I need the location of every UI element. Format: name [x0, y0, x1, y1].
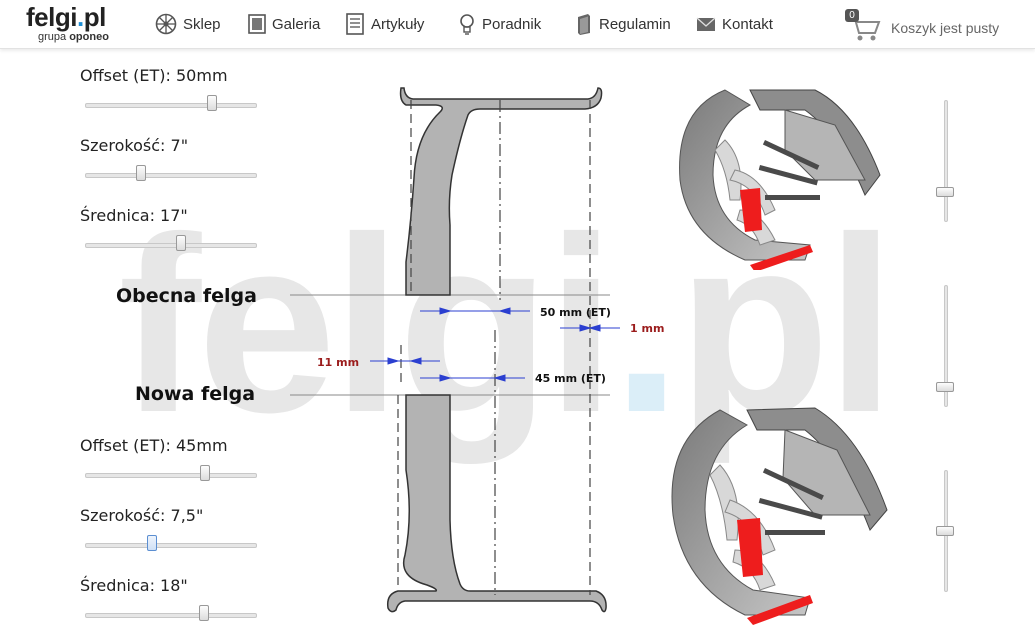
site-header: felgi.pl grupa oponeo Sklep Galeria Arty…	[0, 0, 1035, 49]
cart-widget[interactable]: 0 Koszyk jest pusty	[845, 9, 1000, 43]
nav-label: Kontakt	[722, 15, 773, 33]
new-et-label: 45 mm (ET)	[535, 372, 606, 385]
nav-label: Sklep	[183, 15, 221, 33]
nav-artykuly[interactable]: Artykuły	[345, 13, 424, 35]
new-rim-profile	[386, 394, 607, 613]
nav-label: Galeria	[272, 15, 321, 33]
site-logo[interactable]: felgi.pl grupa oponeo	[26, 2, 109, 43]
slider-thumb[interactable]	[198, 605, 209, 621]
current-rim-title: Obecna felga	[116, 285, 257, 307]
nav-label: Poradnik	[482, 15, 542, 33]
current-rim-3d-render	[679, 89, 881, 270]
slider-thumb[interactable]	[136, 165, 147, 181]
new-rim-3d-render	[671, 407, 888, 625]
new-diameter-slider[interactable]	[85, 605, 257, 621]
wheel-icon	[155, 13, 177, 35]
view-slider-middle[interactable]	[936, 285, 954, 407]
new-width-slider[interactable]	[85, 535, 257, 551]
current-rim-profile	[399, 87, 603, 296]
nav-poradnik[interactable]: Poradnik	[458, 13, 541, 35]
current-offset-label: Offset (ET): 50mm	[80, 66, 228, 85]
current-diameter-slider[interactable]	[85, 235, 257, 251]
new-width-label: Szerokość: 7,5"	[80, 506, 204, 525]
nav-label: Artykuły	[371, 15, 425, 33]
nav-regulamin[interactable]: Regulamin	[575, 13, 671, 35]
envelope-icon	[696, 17, 716, 31]
slider-thumb[interactable]	[936, 381, 954, 392]
slider-thumb[interactable]	[206, 95, 217, 111]
new-rim-title: Nowa felga	[135, 383, 256, 405]
slider-thumb[interactable]	[147, 535, 158, 551]
document-icon	[346, 13, 364, 35]
lightbulb-icon	[460, 14, 474, 35]
slider-thumb[interactable]	[936, 526, 954, 537]
view-slider-bottom[interactable]	[936, 470, 954, 592]
nav-sklep[interactable]: Sklep	[155, 13, 221, 35]
book-icon	[578, 14, 590, 35]
new-diameter-label: Średnica: 18"	[80, 576, 188, 595]
view-slider-top[interactable]	[936, 100, 954, 222]
current-offset-slider[interactable]	[85, 95, 257, 111]
slider-thumb[interactable]	[200, 465, 211, 481]
current-diameter-label: Średnica: 17"	[80, 206, 188, 225]
watermark-logo: felgi.pl	[118, 185, 896, 464]
cart-count-badge: 0	[845, 9, 859, 22]
current-width-label: Szerokość: 7"	[80, 136, 189, 155]
nav-galeria[interactable]: Galeria	[248, 13, 320, 35]
inner-difference-label: 11 mm	[317, 356, 359, 369]
outer-difference-label: 1 mm	[630, 322, 664, 335]
nav-label: Regulamin	[599, 15, 671, 33]
cart-status-text: Koszyk jest pusty	[891, 20, 1000, 36]
new-offset-slider[interactable]	[85, 465, 257, 481]
current-width-slider[interactable]	[85, 165, 257, 181]
current-et-label: 50 mm (ET)	[540, 306, 611, 319]
slider-thumb[interactable]	[176, 235, 187, 251]
nav-kontakt[interactable]: Kontakt	[696, 13, 773, 35]
new-offset-label: Offset (ET): 45mm	[80, 436, 228, 455]
slider-thumb[interactable]	[936, 186, 954, 197]
frame-icon	[248, 14, 266, 34]
